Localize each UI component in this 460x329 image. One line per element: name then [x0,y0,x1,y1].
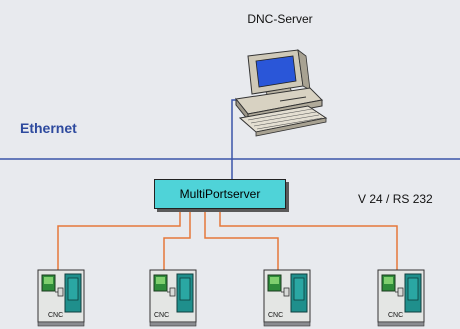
cnc-window [67,277,79,301]
cnc-machine-icon [149,269,197,327]
cnc-machine-icon [377,269,425,327]
cnc-label: CNC [268,312,284,319]
serial-cables [57,209,398,280]
cnc-panel-display [44,277,53,284]
cnc-panel-display [156,277,165,284]
ethernet-label: Ethernet [20,120,77,136]
cnc-base [263,321,311,327]
cnc-panel-display [384,277,393,284]
cnc-base [377,321,425,327]
server-label: DNC-Server [247,12,313,26]
cnc-window [179,277,191,301]
cnc-window [293,277,305,301]
cnc-spindle [283,287,290,297]
cnc-machine-icon [263,269,311,327]
cnc-machines [37,269,425,327]
serial-label: V 24 / RS 232 [358,192,433,206]
cnc-machine-icon [37,269,85,327]
cnc-spindle [169,287,176,297]
cnc-base [149,321,197,327]
cnc-base [37,321,85,327]
server-computer-icon [235,49,328,137]
cnc-spindle [57,287,64,297]
cnc-spindle [397,287,404,297]
cnc-window [407,277,419,301]
cnc-label: CNC [154,312,170,319]
cnc-panel-display [270,277,279,284]
cnc-label: CNC [48,312,64,319]
multiportserver-box: MultiPortserver [154,179,286,209]
cnc-label: CNC [388,312,404,319]
